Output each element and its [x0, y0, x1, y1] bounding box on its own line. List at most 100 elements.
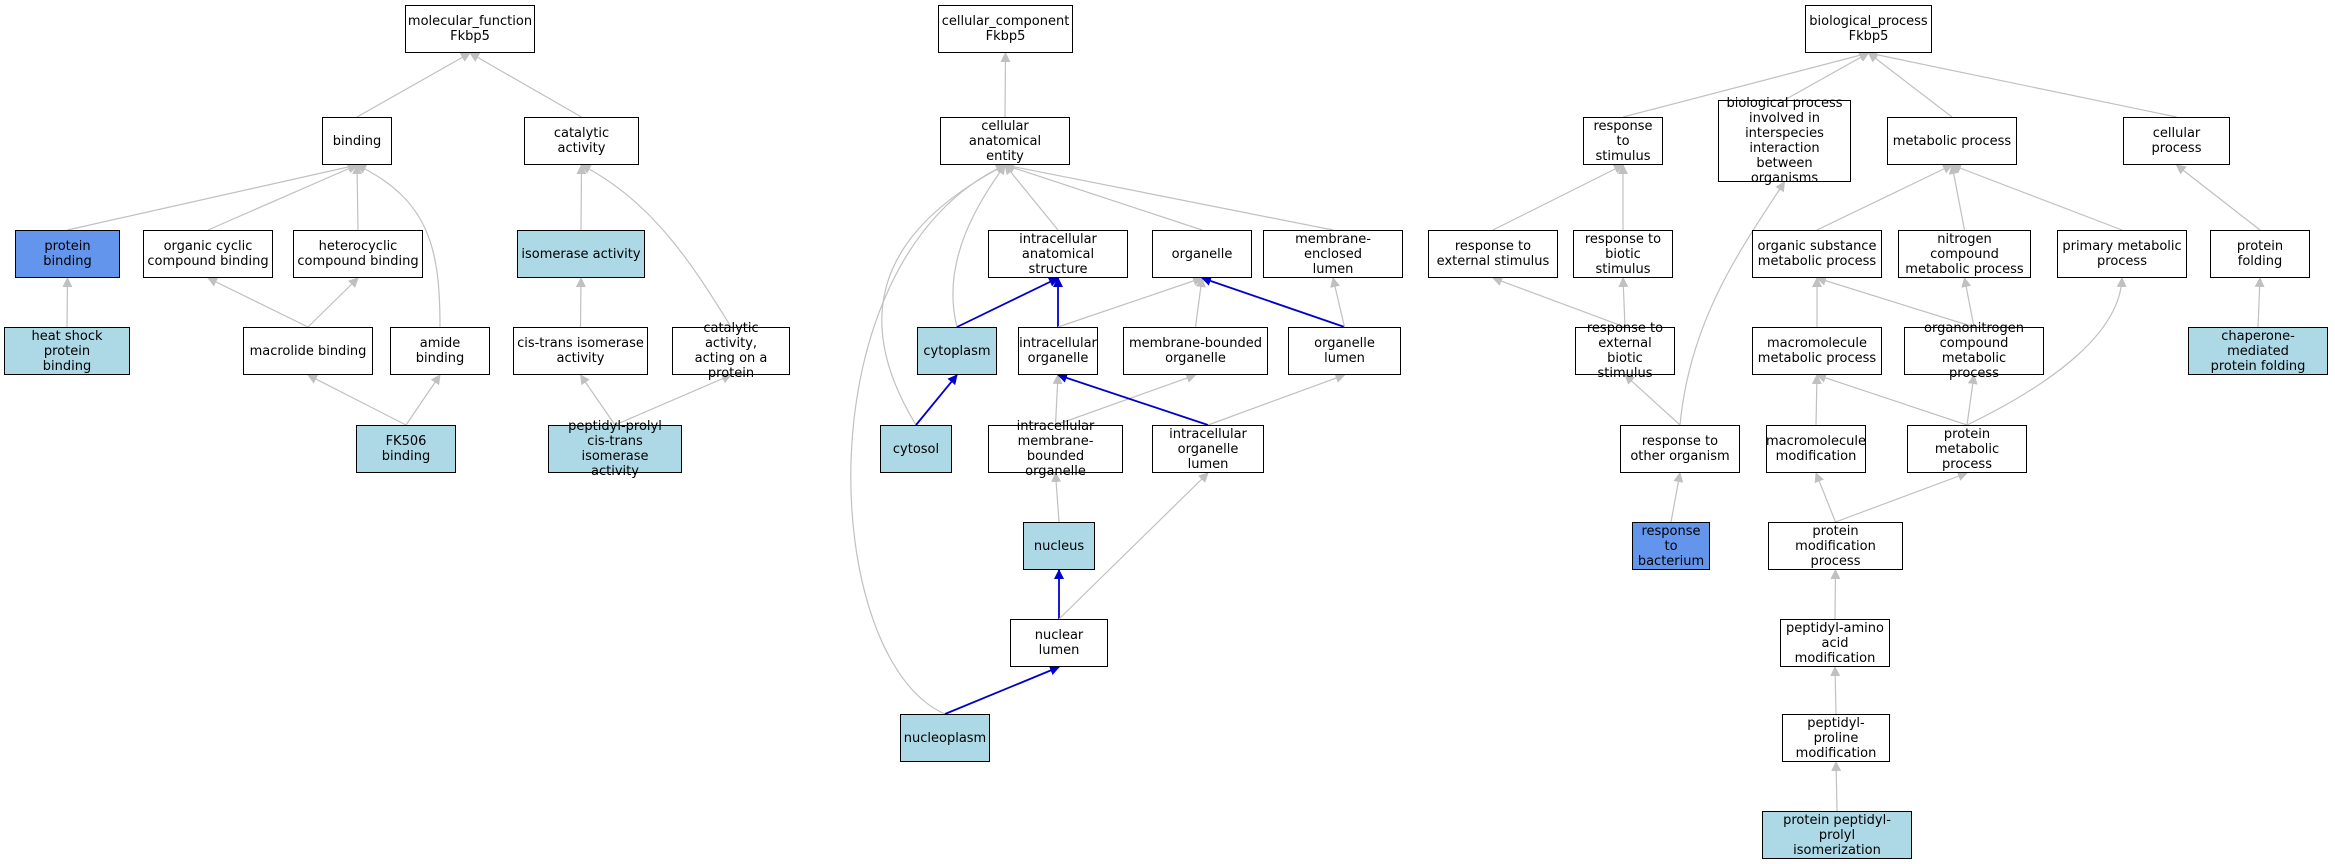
edge-nucleoplasm-to-nl: [944, 665, 1060, 715]
edge-imbo-to-io: [1052, 374, 1063, 426]
edge-iol-to-ol: [1207, 373, 1346, 426]
edge-rtoo-to-rtebs: [1624, 374, 1681, 426]
go-term-node-mel[interactable]: membrane-enclosed lumen: [1263, 230, 1403, 278]
go-term-node-osmp[interactable]: organic substance metabolic process: [1752, 230, 1882, 278]
go-term-node-isomerase[interactable]: isomerase activity: [517, 230, 645, 278]
go-term-node-catalytic[interactable]: catalytic activity: [524, 117, 639, 165]
go-term-node-ppi[interactable]: protein peptidyl-prolyl isomerization: [1762, 811, 1912, 859]
go-term-node-rtb[interactable]: response to bacterium: [1632, 522, 1710, 570]
go-term-node-mbo[interactable]: membrane-bounded organelle: [1123, 327, 1268, 375]
go-term-node-mmp[interactable]: macromolecule metabolic process: [1752, 327, 1882, 375]
edge-cmpf-to-pf: [2254, 277, 2265, 328]
go-term-node-binding[interactable]: binding: [322, 117, 392, 165]
edge-protmp-to-oncmp: [1966, 374, 1978, 426]
go-term-node-mm[interactable]: macromolecule modification: [1766, 425, 1866, 473]
edge-cp-to-bp: [1867, 49, 2177, 118]
go-term-node-organelle[interactable]: organelle: [1152, 230, 1252, 278]
edge-rtebs-to-rtbs: [1618, 277, 1629, 328]
go-term-node-protmp[interactable]: protein metabolic process: [1907, 425, 2027, 473]
go-term-node-nl[interactable]: nuclear lumen: [1010, 619, 1108, 667]
edge-protmp-to-mmp: [1816, 373, 1968, 426]
go-term-node-iol[interactable]: intracellular organelle lumen: [1152, 425, 1264, 473]
edge-binding-to-mf: [356, 52, 471, 118]
edge-cytoplasm-to-cae: [952, 164, 1006, 328]
go-term-node-rtbs[interactable]: response to biotic stimulus: [1573, 230, 1673, 278]
edge-nl-to-iol: [1058, 472, 1209, 620]
go-term-node-pam[interactable]: peptidyl-amino acid modification: [1780, 619, 1890, 667]
edge-osmp-to-mp: [1816, 164, 1953, 231]
edge-rtes-to-rts: [1492, 164, 1624, 231]
edge-bpii-to-bp: [1784, 52, 1870, 101]
edge-mm-to-mmp: [1811, 374, 1822, 426]
go-term-node-cytosol[interactable]: cytosol: [880, 425, 952, 473]
edge-macrolide-to-heterocyclic: [307, 277, 359, 328]
edge-heterocyclic-to-binding: [352, 164, 363, 231]
edge-rtoo-to-bpii: [1679, 181, 1786, 426]
go-term-node-mf[interactable]: molecular_function Fkbp5: [405, 5, 535, 53]
go-term-node-rtebs[interactable]: response to external biotic stimulus: [1575, 321, 1675, 381]
edge-pf-to-cp: [2175, 164, 2261, 231]
go-term-node-mp[interactable]: metabolic process: [1887, 117, 2017, 165]
edge-ppiase-to-cistrans: [579, 374, 616, 426]
go-term-node-ppiase[interactable]: peptidyl-prolyl cis-trans isomerase acti…: [548, 419, 682, 479]
edge-organic-cyclic-to-binding: [207, 164, 358, 231]
edge-rtebs-to-rtes: [1492, 276, 1626, 328]
go-term-node-ppm[interactable]: peptidyl-proline modification: [1782, 714, 1890, 762]
edge-ppi-to-ppm: [1831, 761, 1842, 812]
go-term-node-bp[interactable]: biological_process Fkbp5: [1805, 5, 1932, 53]
edge-oncmp-to-osmp: [1816, 275, 1975, 328]
go-term-node-organic-cyclic[interactable]: organic cyclic compound binding: [143, 230, 273, 278]
edge-ias-to-cae: [1004, 164, 1059, 231]
edge-rtb-to-rtoo: [1670, 472, 1684, 523]
go-term-node-rtes[interactable]: response to external stimulus: [1428, 230, 1558, 278]
go-term-node-cc[interactable]: cellular_component Fkbp5: [938, 5, 1073, 53]
go-term-node-hsp-binding[interactable]: heat shock protein binding: [4, 327, 130, 375]
edge-io-to-organelle: [1057, 276, 1203, 328]
go-term-node-protein-binding[interactable]: protein binding: [15, 230, 120, 278]
edge-pam-to-pmodp: [1830, 569, 1841, 620]
go-term-node-pf[interactable]: protein folding: [2210, 230, 2310, 278]
edge-organelle-to-cae: [1004, 163, 1203, 231]
go-term-node-heterocyclic[interactable]: heterocyclic compound binding: [293, 230, 423, 278]
go-term-node-pmodp[interactable]: protein modification process: [1768, 522, 1903, 570]
go-term-node-ncmp[interactable]: nitrogen compound metabolic process: [1898, 230, 2031, 278]
edge-macrolide-to-organic-cyclic: [207, 277, 309, 328]
edge-iol-to-io: [1057, 373, 1209, 426]
edge-fk506-to-macrolide: [307, 374, 407, 426]
go-term-node-imbo[interactable]: intracellular membrane-bounded organelle: [988, 419, 1123, 479]
go-term-node-cmpf[interactable]: chaperone-mediated protein folding: [2188, 327, 2328, 375]
go-term-node-ias[interactable]: intracellular anatomical structure: [988, 230, 1128, 278]
go-term-node-oncmp[interactable]: organonitrogen compound metabolic proces…: [1904, 321, 2044, 381]
edge-ol-to-mel: [1330, 277, 1346, 328]
go-term-node-cat-protein[interactable]: catalytic activity, acting on a protein: [672, 321, 790, 381]
go-term-node-amide[interactable]: amide binding: [390, 327, 490, 375]
go-term-node-cp[interactable]: cellular process: [2123, 117, 2230, 165]
go-term-node-bpii[interactable]: biological process involved in interspec…: [1718, 96, 1851, 186]
edge-ppm-to-pam: [1830, 666, 1841, 715]
go-term-node-rts[interactable]: response to stimulus: [1583, 117, 1663, 165]
go-term-node-cae[interactable]: cellular anatomical entity: [940, 117, 1070, 165]
edge-pmodp-to-protmp: [1835, 471, 1968, 523]
go-term-node-nucleus[interactable]: nucleus: [1023, 522, 1095, 570]
edge-nucleus-to-imbo: [1051, 472, 1062, 523]
edge-nucleoplasm-to-cae: [850, 164, 1006, 715]
edge-cat-protein-to-catalytic: [580, 164, 732, 328]
go-term-node-io[interactable]: intracellular organelle: [1018, 327, 1098, 375]
go-term-node-nucleoplasm[interactable]: nucleoplasm: [900, 714, 990, 762]
edge-cae-to-cc: [1000, 52, 1011, 118]
go-term-node-cistrans[interactable]: cis-trans isomerase activity: [513, 327, 648, 375]
go-term-node-cytoplasm[interactable]: cytoplasm: [917, 327, 997, 375]
edge-hsp-binding-to-protein-binding: [62, 277, 73, 328]
edge-imbo-to-mbo: [1055, 373, 1197, 426]
go-term-node-rtoo[interactable]: response to other organism: [1620, 425, 1740, 473]
edge-ol-to-organelle: [1201, 276, 1345, 328]
go-term-node-ol[interactable]: organelle lumen: [1288, 327, 1401, 375]
go-term-node-fk506[interactable]: FK506 binding: [356, 425, 456, 473]
edge-cytoplasm-to-ias: [956, 277, 1059, 328]
go-term-node-pmp[interactable]: primary metabolic process: [2057, 230, 2187, 278]
edge-fk506-to-amide: [405, 374, 441, 426]
edge-oncmp-to-ncmp: [1961, 277, 1975, 328]
go-term-node-macrolide[interactable]: macrolide binding: [243, 327, 373, 375]
